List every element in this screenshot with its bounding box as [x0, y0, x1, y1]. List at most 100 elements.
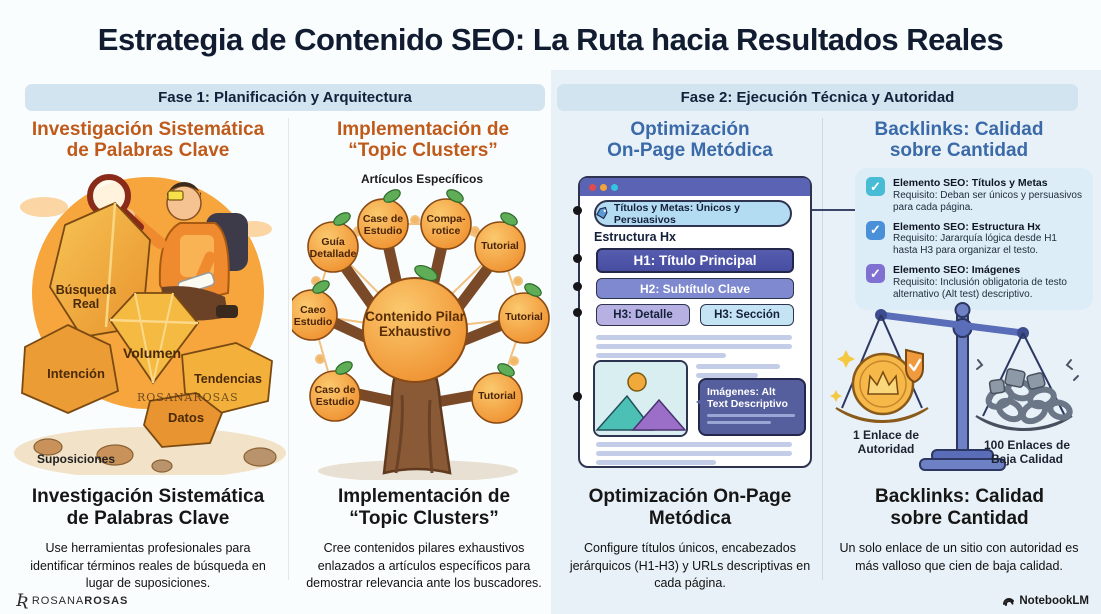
skeleton-line — [596, 353, 726, 358]
phase1-header: Fase 1: Planificación y Arquitectura — [25, 84, 545, 111]
divider-col3-col4 — [822, 118, 823, 580]
pillar-apple-label: Contenido Pilar Exhaustivo — [365, 309, 465, 339]
topic-cluster-tree-illustration — [292, 189, 550, 480]
col1-heading: Investigación Sistemática de Palabras Cl… — [10, 119, 286, 162]
col4-description: Un solo enlace de un sitio con autoridad… — [839, 541, 1079, 573]
notebooklm-label: NotebookLM — [1019, 594, 1089, 607]
pill-to-checklist-connector — [788, 209, 855, 211]
rosanarosas-watermark: ROSANAROSAS — [137, 391, 239, 404]
titles-meta-pill-label: Títulos y Metas: Únicos y Persuasivos — [613, 201, 740, 226]
apple-label-4: Caeo Estudio — [293, 304, 333, 328]
rock-tendencias — [181, 342, 273, 414]
skeleton-line — [696, 373, 758, 378]
col3-footer-heading-line1: Optimización On-Page — [588, 486, 792, 507]
scale-beam — [877, 311, 1027, 337]
shield-check-icon — [905, 348, 924, 384]
phase1-label: Fase 1: Planificación y Arquitectura — [158, 89, 412, 106]
apple-label-6: Caso de Estudio — [314, 384, 356, 408]
browser-dot-yellow — [600, 183, 607, 191]
satellite-apples — [292, 198, 550, 424]
rock-intencion — [21, 323, 120, 414]
sand-ground — [14, 427, 286, 475]
col4-heading-line1: Backlinks: Calidad — [874, 119, 1044, 140]
checkmark-icon: ✓ — [866, 220, 885, 240]
pebbles — [33, 438, 277, 473]
sparkles — [830, 350, 855, 402]
skeleton-line — [596, 460, 716, 465]
col3-footer-heading: Optimización On-Page Metódica — [560, 486, 820, 531]
apple-leaves — [312, 189, 542, 377]
col1-footer-heading-line1: Investigación Sistemática — [31, 486, 265, 507]
titles-meta-pill: Títulos y Metas: Únicos y Persuasivos — [594, 200, 792, 227]
left-pan — [835, 407, 929, 424]
scale-right-label: 100 Enlaces de Baja Calidad — [983, 438, 1071, 467]
authority-coin — [851, 352, 915, 416]
keyword-research-illustration — [14, 174, 286, 475]
connector-dot — [573, 282, 582, 291]
skeleton-line — [596, 442, 792, 447]
seo-checklist-card: ✓ Elemento SEO: Títulos y Metas Requisit… — [855, 168, 1093, 310]
rock-label-intencion: Intención — [47, 366, 105, 381]
col3-description: Configure títulos únicos, encabezados je… — [569, 541, 811, 590]
col3-heading: Optimización On-Page Metódica — [560, 119, 820, 162]
scale-left-label: 1 Enlace de Autoridad — [852, 428, 920, 457]
col4-footer-heading-line1: Backlinks: Calidad — [875, 486, 1044, 507]
col4-footer-heading-line2: sobre Cantidad — [890, 508, 1029, 530]
col2-heading-line2: “Topic Clusters” — [348, 140, 498, 162]
col1-heading-line2: de Palabras Clave — [66, 140, 230, 162]
col1-description: Use herramientas profesionales para iden… — [30, 541, 266, 590]
col3-heading-line1: Optimización — [630, 119, 750, 140]
connector-dot — [573, 392, 582, 401]
checklist-item-title: Elemento SEO: Títulos y Metas — [893, 177, 1048, 189]
apple-label-5: Tutorial — [505, 311, 543, 323]
structure-hx-label: Estructura Hx — [594, 230, 676, 244]
phase2-header: Fase 2: Ejecución Técnica y Autoridad — [557, 84, 1078, 111]
skeleton-line — [696, 364, 780, 369]
balance-scale-illustration — [830, 302, 1079, 471]
rosanarosas-logo-icon: Ʀ — [16, 591, 29, 611]
rock-label-volumen: Volumen — [122, 345, 182, 361]
checklist-item: ✓ Elemento SEO: Títulos y Metas Requisit… — [866, 177, 1082, 214]
checklist-item-requirement: Requisito: Inclusión obligatoria de test… — [893, 276, 1067, 300]
skeleton-line — [707, 421, 771, 425]
skeleton-line — [707, 414, 795, 418]
checkmark-icon: ✓ — [866, 177, 885, 196]
apple-label-0: Guía Detallade — [309, 236, 357, 260]
gem-volumen — [108, 292, 200, 385]
h2-bar: H2: Subtítulo Clave — [596, 278, 794, 299]
skeleton-line — [596, 451, 792, 456]
stress-marks — [976, 359, 1079, 381]
col1-heading-line1: Investigación Sistemática — [31, 119, 265, 140]
checklist-item: ✓ Elemento SEO: Imágenes Requisito: Incl… — [866, 264, 1082, 301]
tree-top-label: Artículos Específicos — [360, 172, 484, 186]
brand-rosas-text: ROSAS — [84, 595, 129, 607]
h3-detalle-bar: H3: Detalle — [596, 304, 690, 326]
col2-heading-line1: Implementación de — [336, 119, 510, 140]
low-quality-rocks — [988, 368, 1046, 395]
col3-footer-heading-line2: Metódica — [648, 508, 732, 530]
divider-col1-col2 — [288, 118, 289, 580]
apple-label-7: Tutorial — [478, 390, 516, 402]
col2-description: Cree contenidos pilares exhaustivos enla… — [306, 541, 542, 590]
checklist-item: ✓ Elemento SEO: Estructura Hx Requisito:… — [866, 220, 1082, 258]
right-pan — [975, 415, 1073, 432]
checklist-item-requirement: Requisito: Jararquía lógica desde H1 has… — [893, 233, 1057, 257]
alt-text-callout: Imágenes: Alt Text Descriptivo — [696, 378, 806, 436]
phase2-label: Fase 2: Ejecución Técnica y Autoridad — [680, 89, 955, 106]
apple-label-2: Compa-rotice — [426, 213, 466, 237]
browser-mockup: Títulos y Metas: Únicos y Persuasivos Es… — [578, 176, 812, 468]
browser-dot-red — [589, 183, 596, 191]
col2-footer-heading-line1: Implementación de — [337, 486, 511, 507]
image-placeholder — [593, 360, 688, 437]
connector-dot — [573, 308, 582, 317]
browser-title-bar — [580, 178, 810, 196]
apple-label-3: Tutorial — [481, 240, 519, 252]
notebooklm-icon — [1003, 598, 1015, 606]
skeleton-line — [596, 344, 792, 349]
connector-dot — [573, 254, 582, 263]
notebooklm-attribution: NotebookLM — [1002, 594, 1089, 607]
alt-text-callout-label: Imágenes: Alt Text Descriptivo — [707, 386, 788, 411]
col2-footer-heading-line2: “Topic Clusters” — [349, 508, 499, 530]
col2-heading: Implementación de “Topic Clusters” — [292, 119, 554, 162]
